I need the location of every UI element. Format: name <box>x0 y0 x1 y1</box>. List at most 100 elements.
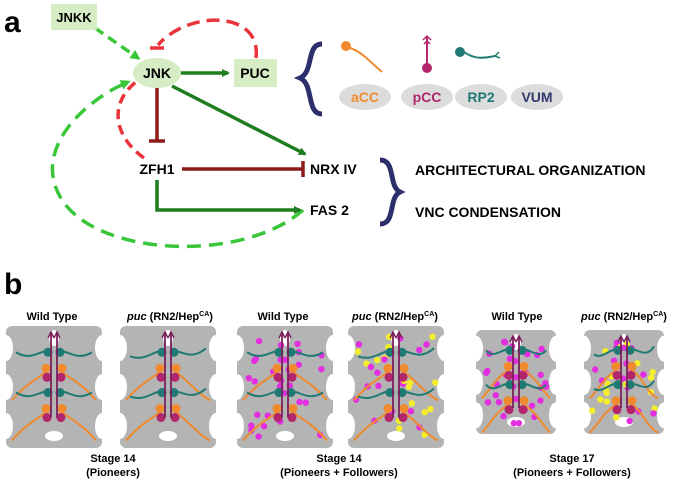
follower-cell <box>429 333 436 340</box>
pcc-cell <box>273 413 283 423</box>
panel-a-label: a <box>4 6 21 39</box>
pcc-cell <box>273 372 283 382</box>
vnc-notch <box>230 334 244 361</box>
acc-cell <box>41 404 51 414</box>
vnc-panel-2 <box>113 326 223 448</box>
acc-cell <box>383 363 393 373</box>
stage-2-line2: (Pioneers + Followers) <box>280 467 398 479</box>
acc-cell <box>41 363 51 373</box>
pcc-cell <box>612 405 622 415</box>
vnc-panel-1 <box>0 326 109 448</box>
vnc-label: VNC CONDENSATION <box>415 204 561 220</box>
follower-cell <box>483 369 490 376</box>
vnc-notch <box>657 369 671 395</box>
pcc-cell <box>518 370 528 380</box>
pcc-cell <box>156 372 166 382</box>
vnc-notch <box>0 334 13 361</box>
zfh1-jnk-feedback-loop <box>116 80 146 160</box>
acc-cell <box>503 396 513 406</box>
follower-cell <box>650 410 657 417</box>
title-wt-3: Wild Type <box>491 311 542 323</box>
vnc-notch <box>113 374 127 400</box>
stage-1-line1: Stage 14 <box>90 453 136 465</box>
acc-cell <box>611 361 621 371</box>
follower-cell <box>295 361 302 368</box>
vnc-notch <box>209 334 223 361</box>
pcc-cell <box>287 372 297 382</box>
acc-axon <box>61 411 97 442</box>
vnc-notch <box>437 374 451 400</box>
acc-cell <box>155 404 165 414</box>
panel-b-label: b <box>4 268 22 301</box>
vum-oval <box>511 84 563 110</box>
puc-node <box>234 59 277 87</box>
pcc-cell <box>170 372 180 382</box>
pcc-cell <box>504 405 514 415</box>
follower-cell <box>500 413 507 420</box>
pcc-cell <box>56 413 66 423</box>
acc-axon <box>125 371 161 401</box>
vnc-hole <box>387 431 405 441</box>
follower-cell <box>626 417 633 425</box>
acc-cell <box>288 363 298 373</box>
vnc-notch <box>437 334 451 361</box>
vnc-hole <box>276 431 294 441</box>
jnkk-jnk-arrow <box>93 26 141 60</box>
pcc-label: pCC <box>413 89 442 105</box>
follower-cell <box>277 341 285 349</box>
acc-axon <box>61 371 97 401</box>
stage-3-line2: (Pioneers + Followers) <box>513 467 631 479</box>
acc-cell <box>519 396 529 406</box>
vnc-panel-5 <box>469 330 563 434</box>
follower-cell <box>542 380 549 387</box>
follower-cell <box>251 378 258 385</box>
pcc-cell <box>626 370 636 380</box>
zfh1-fas-arrow <box>155 180 302 214</box>
pcc-cell <box>170 413 180 423</box>
acc-axon <box>242 411 278 442</box>
vnc-notch <box>549 402 563 429</box>
vnc-notch <box>0 374 13 400</box>
follower-cell <box>423 341 430 348</box>
follower-cell <box>294 340 301 348</box>
vnc-panel-6 <box>577 330 671 434</box>
growth-cone-icon <box>617 334 631 343</box>
acc-axon <box>481 403 509 434</box>
jnk-label: JNK <box>143 65 171 81</box>
acc-cell <box>399 363 409 373</box>
jnkk-node <box>51 4 97 30</box>
pcc-cell <box>398 413 408 423</box>
pcc-oval <box>401 84 453 110</box>
follower-cell <box>407 379 414 386</box>
vnc-notch <box>326 413 340 440</box>
vnc-notch <box>341 413 355 440</box>
vnc-notch <box>230 374 244 400</box>
puc-jnk-feedback-loop <box>156 18 258 59</box>
vnc-notch <box>95 413 109 440</box>
vum-label: VUM <box>521 89 552 105</box>
follower-cell <box>484 399 492 406</box>
pcc-cell <box>626 405 636 415</box>
acc-cell <box>611 396 621 406</box>
follower-cell <box>432 379 439 386</box>
puc-label: PUC <box>240 65 270 81</box>
follower-cell <box>528 402 536 409</box>
follower-cell <box>355 341 363 348</box>
acc-axon <box>11 411 47 442</box>
pcc-cell <box>384 413 394 423</box>
follower-cell <box>363 360 370 367</box>
pcc-cell <box>42 413 52 423</box>
acc-axon <box>353 371 389 401</box>
follower-cell <box>248 422 255 429</box>
vnc-notch <box>113 334 127 361</box>
acc-cell <box>57 363 67 373</box>
title-puc-1: puc (RN2/HepCA) <box>126 311 213 323</box>
follower-cell <box>254 411 261 419</box>
vnc-notch <box>95 334 109 361</box>
acc-label: aCC <box>351 89 379 105</box>
fas-label: FAS 2 <box>310 202 349 218</box>
rp2-neuron-icon <box>455 47 501 59</box>
vnc-notch <box>341 374 355 400</box>
pcc-neuron-icon <box>422 34 432 73</box>
acc-axon <box>631 369 659 400</box>
